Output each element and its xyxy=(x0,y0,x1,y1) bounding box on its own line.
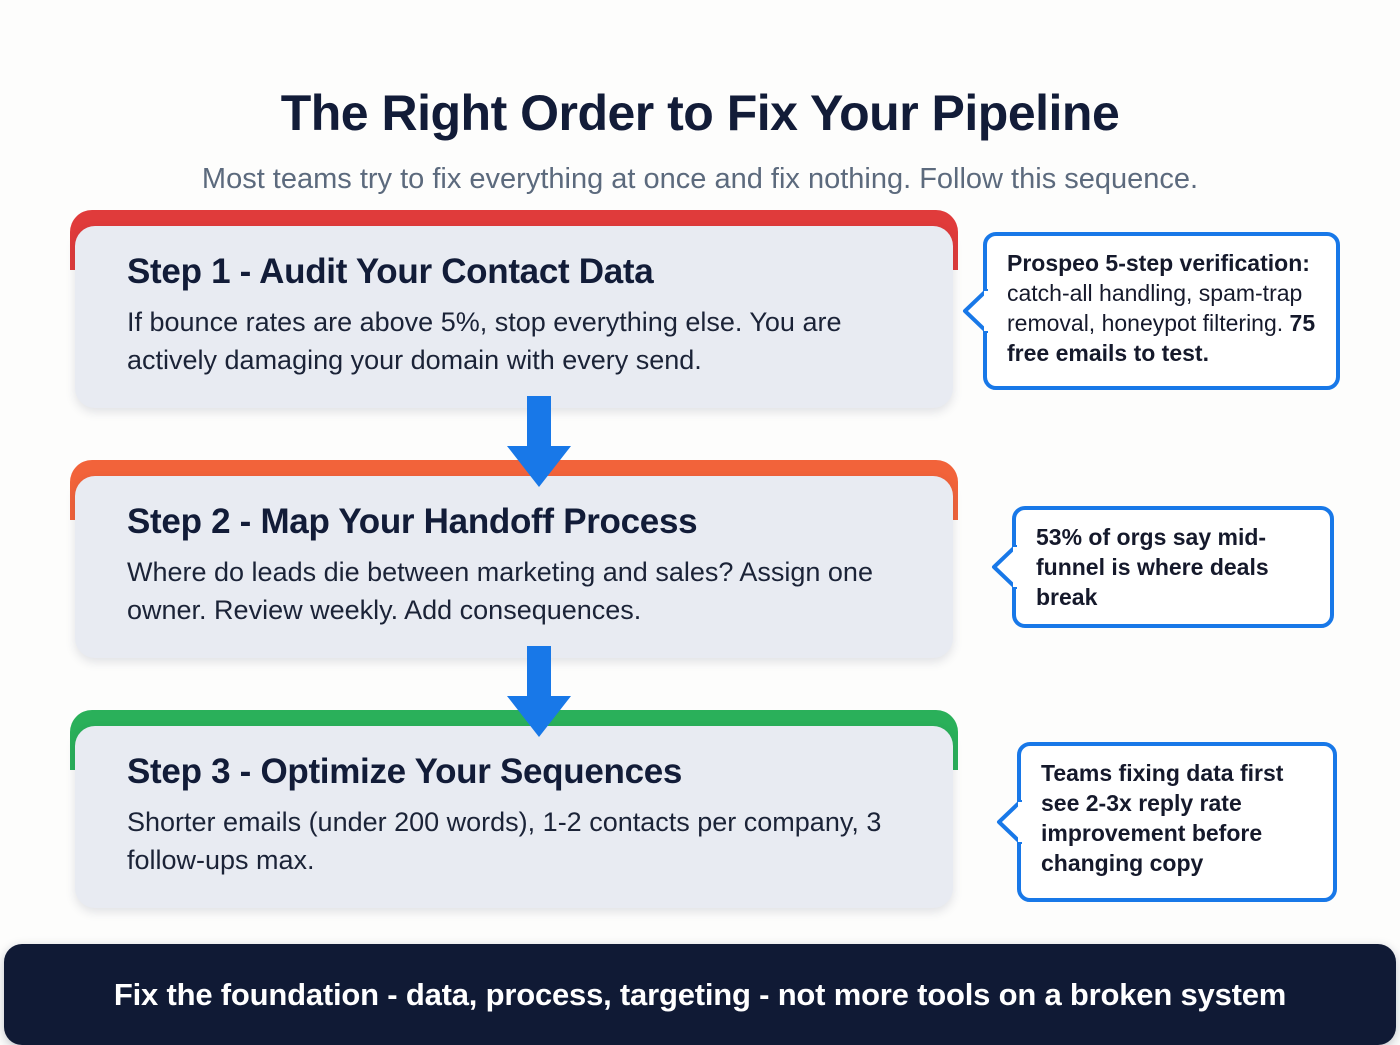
callout-box-3: Teams fixing data first see 2-3x reply r… xyxy=(997,742,1337,902)
step-title-2: Step 2 - Map Your Handoff Process xyxy=(127,502,698,541)
callout-2-text: 53% of orgs say mid-funnel is where deal… xyxy=(1036,524,1269,610)
step-card-2: Step 2 - Map Your Handoff Process Where … xyxy=(70,460,958,658)
step-description-1: If bounce rates are above 5%, stop every… xyxy=(127,307,842,375)
page-subtitle: Most teams try to fix everything at once… xyxy=(201,163,1199,195)
down-arrow-icon xyxy=(505,396,573,488)
step-card-1: Step 1 - Audit Your Contact Data If boun… xyxy=(70,210,958,408)
step-card-body-3: Step 3 - Optimize Your Sequences Shorter… xyxy=(75,726,953,908)
callout-box-1: Prospeo 5-step verification: catch-all h… xyxy=(963,232,1340,390)
callout-1-lead: Prospeo 5-step verification: xyxy=(1007,250,1310,276)
down-arrow-icon xyxy=(505,646,573,738)
step-card-body-2: Step 2 - Map Your Handoff Process Where … xyxy=(75,476,953,658)
callout-1-text: Prospeo 5-step verification: catch-all h… xyxy=(1007,249,1318,369)
callout-1-trail: 75 free emails to test. xyxy=(1007,309,1316,366)
callout-tail-icon xyxy=(962,287,990,335)
callout-3-text: Teams fixing data first see 2-3x reply r… xyxy=(1041,760,1284,876)
step-card-body-1: Step 1 - Audit Your Contact Data If boun… xyxy=(75,226,953,408)
step-title-1: Step 1 - Audit Your Contact Data xyxy=(127,252,654,291)
step-card-3: Step 3 - Optimize Your Sequences Shorter… xyxy=(70,710,958,908)
step-title-3: Step 3 - Optimize Your Sequences xyxy=(127,752,683,791)
callout-1-body: catch-all handling, spam-trap removal, h… xyxy=(1007,279,1303,336)
step-description-3: Shorter emails (under 200 words), 1-2 co… xyxy=(127,807,882,875)
bottom-banner: Fix the foundation - data, process, targ… xyxy=(4,944,1396,1045)
callout-tail-icon xyxy=(996,798,1024,846)
callout-tail-icon xyxy=(991,543,1019,591)
banner-text: Fix the foundation - data, process, targ… xyxy=(113,976,1287,1012)
callout-box-2: 53% of orgs say mid-funnel is where deal… xyxy=(992,506,1334,628)
step-description-2: Where do leads die between marketing and… xyxy=(127,557,873,625)
page-title: The Right Order to Fix Your Pipeline xyxy=(280,84,1120,141)
